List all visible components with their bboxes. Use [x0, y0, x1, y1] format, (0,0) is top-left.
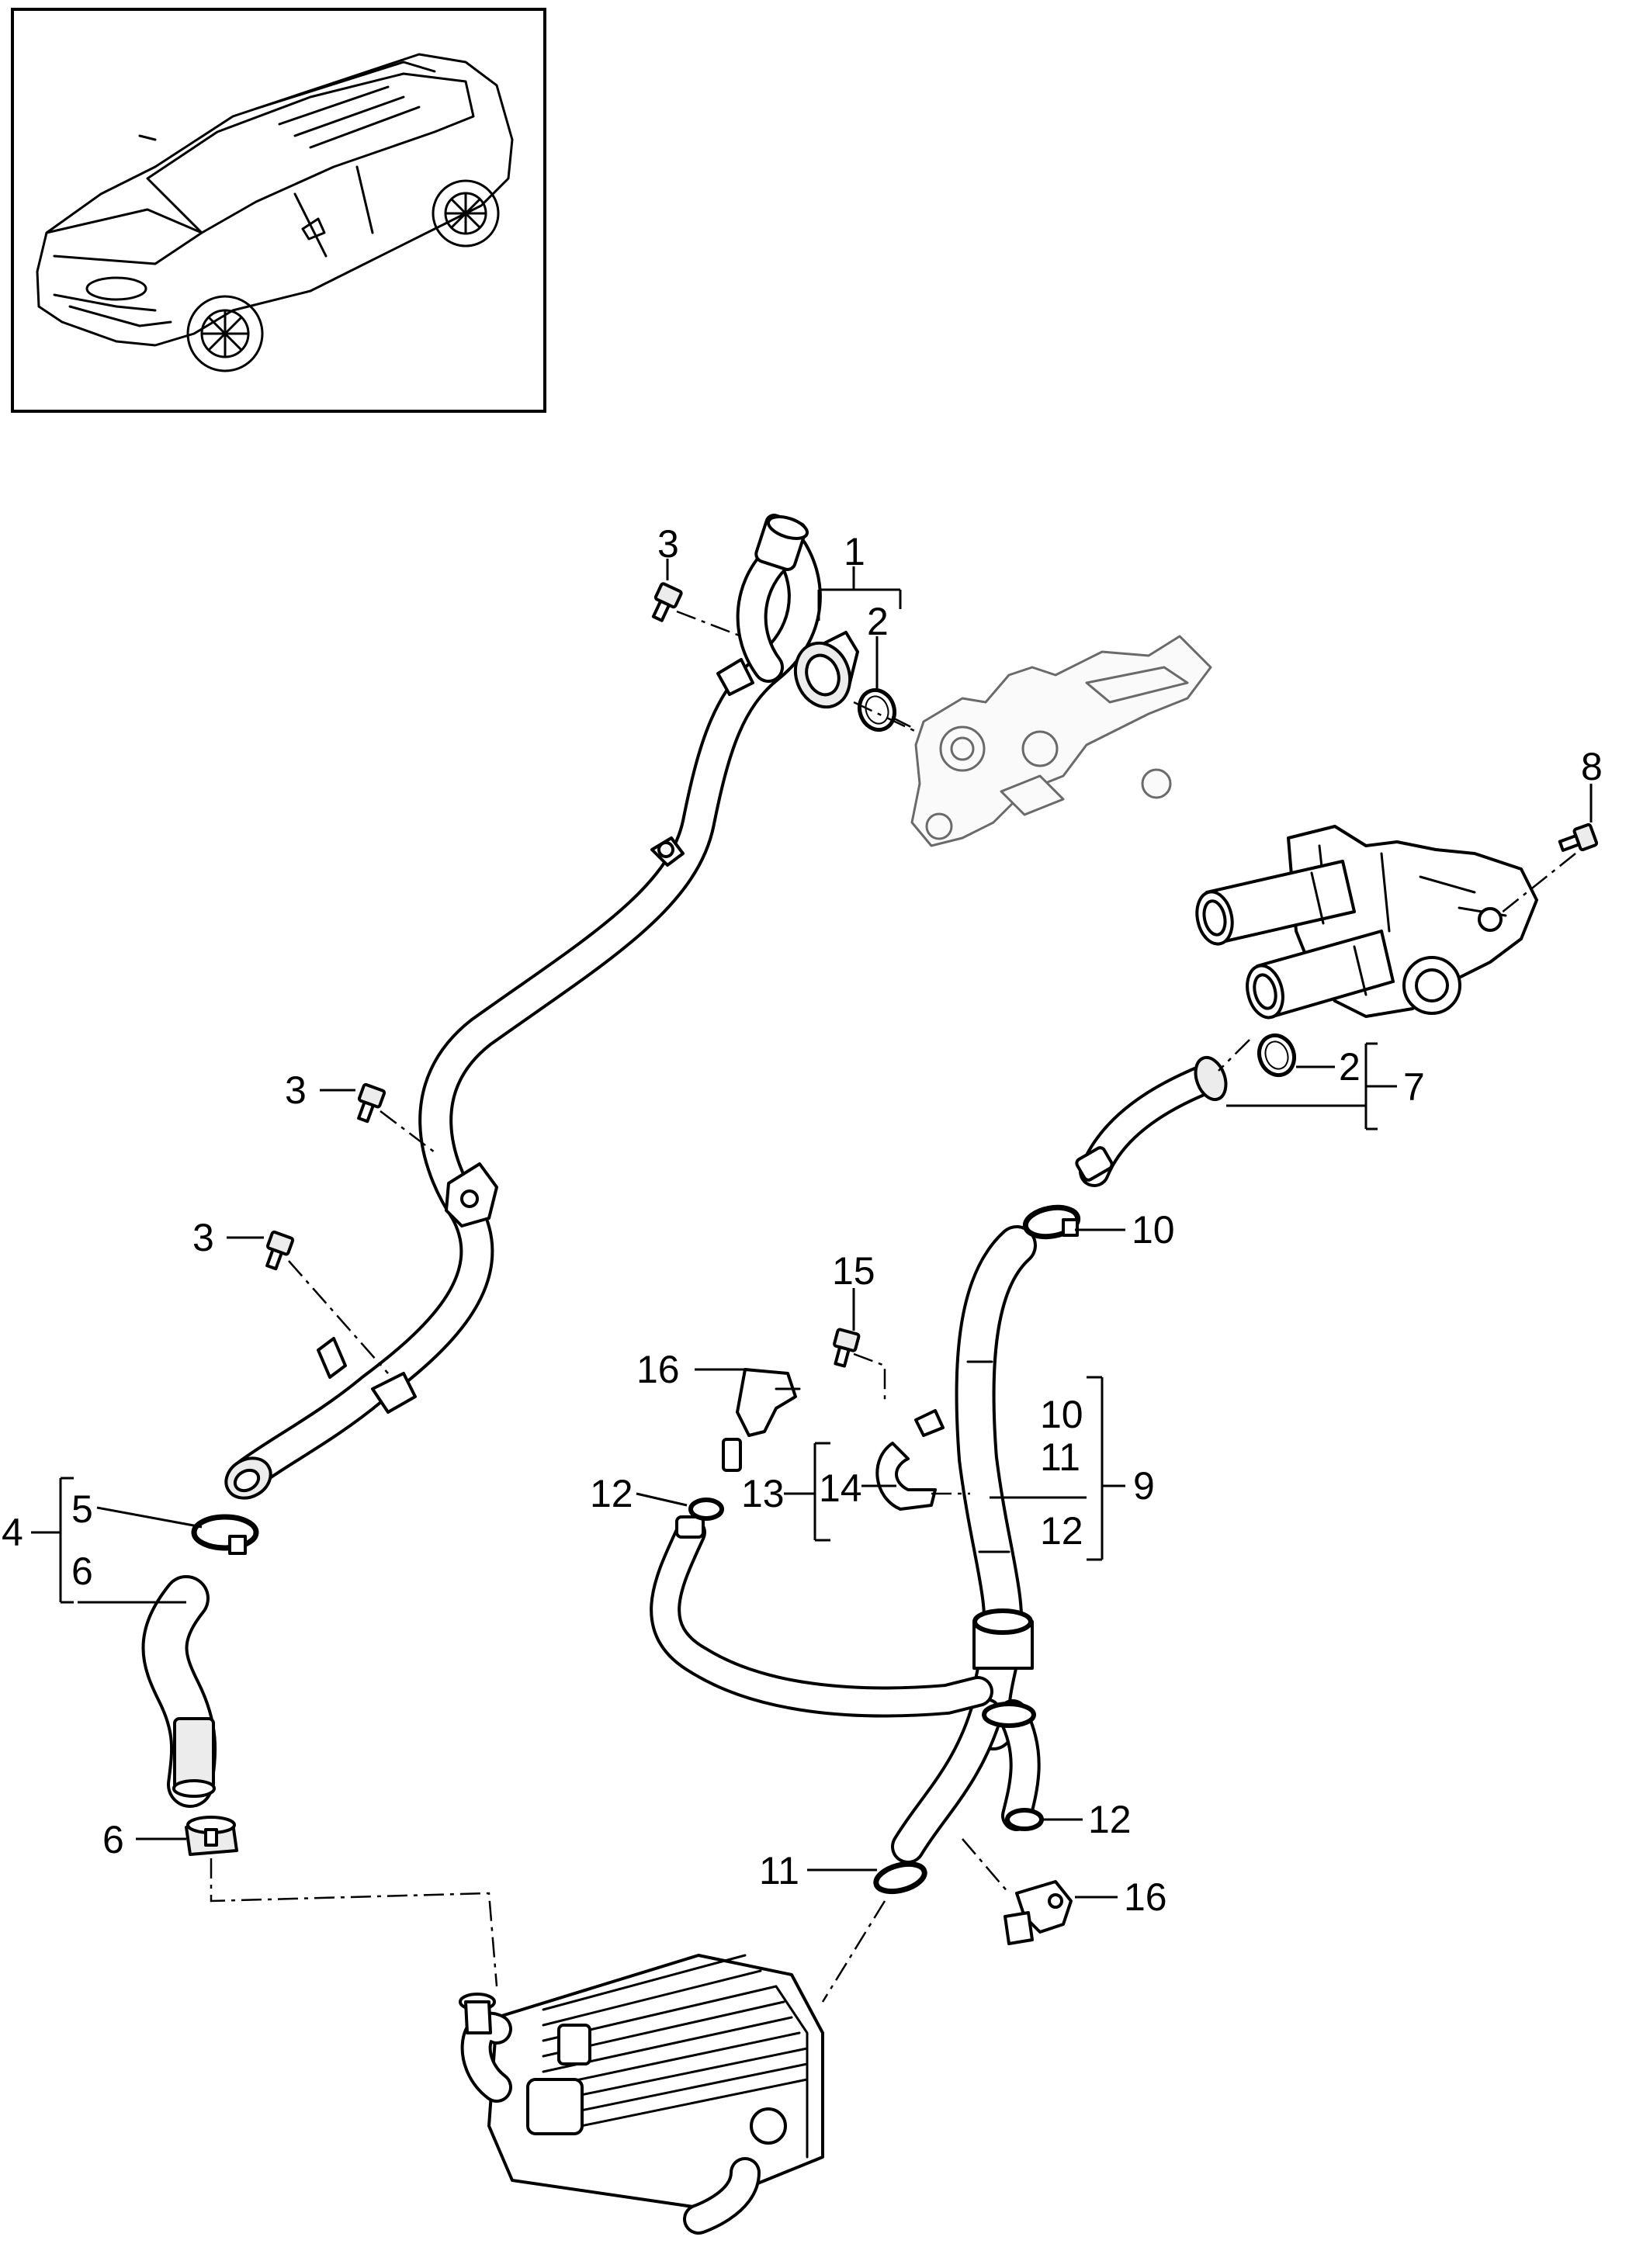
coolant-pipe-part-1	[224, 514, 859, 1500]
coolant-hose-part-6	[141, 1575, 217, 1808]
callout-12-left: 12	[590, 1472, 633, 1515]
callout-6-bottom: 6	[102, 1818, 124, 1861]
temperature-sensor-icon	[722, 1368, 1073, 1945]
callout-6-bracket: 6	[71, 1550, 93, 1593]
callout-10-top: 10	[1132, 1208, 1175, 1252]
assembly-lines	[210, 610, 1576, 2003]
vehicle-thumbnail	[11, 8, 546, 413]
callout-8: 8	[1581, 745, 1603, 788]
coolant-hose-bypass	[650, 1515, 993, 1718]
leader-lines	[31, 559, 1593, 1899]
engine-block-ghost	[910, 635, 1212, 847]
callout-5: 5	[71, 1487, 93, 1531]
suv-line-drawing-icon	[36, 53, 514, 372]
callout-13: 13	[741, 1472, 785, 1515]
callout-12-right: 12	[1088, 1798, 1132, 1841]
callout-16-right: 16	[1124, 1875, 1167, 1919]
o-ring-icon	[857, 687, 897, 732]
callout-labels: 3 1 2 8 3 3 2 7 10 15 16 10 11 9 12 12 1…	[2, 522, 1603, 1919]
callout-11-bracket: 11	[1040, 1435, 1080, 1479]
sleeve-part-6	[185, 1816, 238, 1856]
thermostat-housing-icon	[1195, 825, 1538, 1020]
hose-clamp-icon	[191, 1204, 1081, 1895]
callout-1: 1	[844, 530, 865, 573]
callout-11-bottom: 11	[759, 1849, 799, 1892]
oil-cooler-icon	[459, 1954, 824, 2235]
callout-2-right: 2	[1339, 1045, 1361, 1089]
coolant-pipe-part-7	[1075, 1055, 1228, 1187]
bolt-icon	[265, 582, 1599, 1368]
callout-15: 15	[832, 1249, 875, 1293]
callout-10-bracket: 10	[1040, 1393, 1083, 1436]
coolant-hose-part-9	[891, 1225, 1041, 1864]
o-ring-icon-right	[1257, 1033, 1297, 1078]
callout-12-bracket: 12	[1040, 1509, 1083, 1553]
callout-2-top: 2	[867, 600, 889, 643]
callout-3-top: 3	[657, 522, 679, 566]
callout-7: 7	[1403, 1065, 1425, 1109]
callout-16-left: 16	[636, 1348, 680, 1391]
callout-3-mid: 3	[285, 1068, 307, 1112]
callout-3-low: 3	[192, 1216, 214, 1259]
callout-4: 4	[2, 1511, 23, 1554]
callout-14: 14	[819, 1466, 862, 1510]
callout-9: 9	[1133, 1464, 1155, 1508]
